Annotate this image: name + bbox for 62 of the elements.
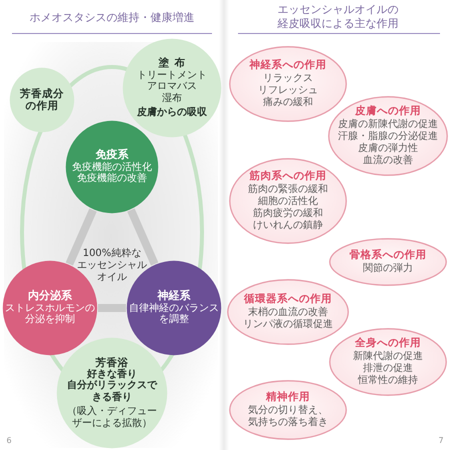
page-number: 7	[438, 436, 444, 446]
effect-oval	[328, 96, 448, 176]
connector-bar	[98, 304, 126, 312]
oval-heading: 骨格系への作用	[350, 249, 426, 262]
circle-text: 好きな香り	[87, 368, 137, 380]
effect-oval	[329, 238, 447, 286]
oval-text: 皮膚の弾力性	[358, 142, 418, 154]
oval-text: 血流の改善	[363, 154, 413, 167]
circle-heading: 神経系	[158, 290, 190, 302]
circle-text: 免疫機能の改善	[77, 173, 147, 185]
effect-oval	[229, 380, 347, 440]
oval-text: リラックス	[263, 72, 313, 85]
oval-heading: 精神作用	[266, 391, 310, 404]
circle-heading: 免疫系	[96, 149, 128, 162]
topic-circle	[122, 38, 222, 138]
topic-circle	[56, 337, 168, 449]
oval-text: 新陳代謝の促進	[353, 350, 423, 362]
oval-heading: 筋肉系への作用	[250, 170, 326, 183]
oval-text: けいれんの鎮静	[253, 220, 323, 232]
system-circle	[126, 260, 222, 356]
oval-text: 排泄の促進	[363, 362, 413, 374]
circle-text: 湿布	[162, 92, 182, 104]
oval-text: 細胞の活性化	[258, 196, 318, 208]
oval-heading: 全身への作用	[355, 337, 421, 350]
oval-text: 皮膚の新陳代謝の促進	[338, 118, 438, 130]
circle-heading: 塗布	[157, 57, 191, 70]
circle-text: 免疫機能の活性化	[72, 162, 152, 173]
oval-text: 恒常性の維持	[358, 374, 418, 387]
oval-text: 末梢の血流の改善	[248, 306, 328, 318]
circle-text: トリートメント	[137, 70, 207, 82]
system-circle	[65, 120, 159, 214]
oval-text: 筋肉の緊張の緩和	[248, 184, 328, 196]
circle-heading: 芳香浴	[96, 356, 128, 369]
circle-text: 自分がリラックスできる香り	[66, 380, 158, 404]
circle-text: （吸入・ディフューザーによる拡散）	[66, 406, 158, 430]
topic-circle	[9, 67, 75, 133]
oval-heading: 皮膚への作用	[355, 105, 421, 118]
oval-text: 汗腺・脂腺の分泌促進	[338, 130, 438, 142]
circle-heading: 芳香成分の作用	[19, 88, 65, 112]
oval-heading: 神経系への作用	[250, 59, 326, 72]
effect-oval	[229, 158, 347, 244]
oval-text: 痛みの緩和	[263, 96, 313, 109]
center-label: 100%純粋なエッセンシャルオイル	[76, 248, 148, 284]
connector-bar	[66, 208, 97, 266]
system-circle	[2, 260, 98, 356]
circle-text: 皮膚からの吸収	[137, 107, 207, 119]
circle-text: 自律神経のバランスを調整	[128, 302, 220, 326]
page-title: エッセンシャルオイルの経皮吸収による主な作用	[276, 3, 400, 30]
oval-text: 筋肉疲労の緩和	[253, 208, 323, 220]
oval-text: 関節の弾力	[363, 262, 413, 275]
oval-text: リンパ液の循環促進	[243, 318, 333, 331]
connector-bar	[127, 208, 158, 266]
oval-heading: 循環器系への作用	[244, 293, 332, 306]
circle-heading: 内分泌系	[28, 290, 72, 303]
circle-text: ストレスホルモンの分泌を抑制	[4, 302, 96, 326]
oval-text: 気分の切り替え、気持ちの落ち着き	[247, 404, 329, 429]
effect-oval	[329, 328, 447, 396]
page-title: ホメオスタシスの維持・健康増進	[30, 11, 194, 25]
circle-text: アロマバス	[147, 81, 197, 93]
page-number: 6	[6, 436, 12, 446]
effect-oval	[227, 279, 349, 345]
oval-text: リフレッシュ	[258, 84, 318, 96]
